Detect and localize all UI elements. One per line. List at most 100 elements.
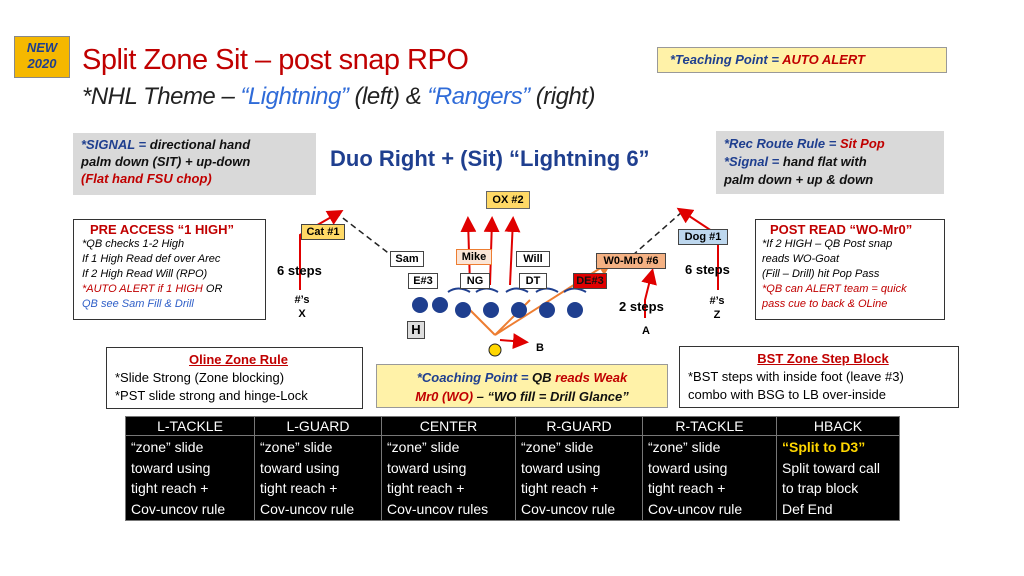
post-read-line4: *QB can ALERT team = quick: [762, 283, 907, 295]
coach-1c: reads Weak: [551, 370, 628, 385]
ng-label: NG: [460, 273, 490, 289]
bst-heading: BST Zone Step Block: [757, 351, 889, 366]
rec-route-line3: palm down + up & down: [724, 172, 874, 187]
line-route-3: [504, 216, 521, 286]
coach-2b: – “WO fill = Drill Glance”: [473, 389, 629, 404]
x-route: [299, 210, 344, 290]
steps-left: 6 steps: [277, 263, 322, 278]
steps-right: 6 steps: [685, 262, 730, 277]
wo-mr0-label: W0-Mr0 #6: [596, 253, 666, 269]
rec-route-label2: *Signal =: [724, 154, 783, 169]
teaching-point-box: *Teaching Point = AUTO ALERT: [657, 47, 947, 73]
rec-route-value1: Sit Pop: [839, 136, 885, 151]
bst-line2: combo with BSG to LB over-inside: [688, 387, 886, 402]
bst-box: BST Zone Step Block *BST steps with insi…: [679, 346, 959, 408]
header-rguard: R-GUARD: [515, 416, 643, 436]
signal-line2: palm down (SIT) + up-down: [81, 154, 251, 169]
page-subtitle: *NHL Theme – “Lightning” (left) & “Range…: [82, 83, 595, 111]
post-read-line2: reads WO-Goat: [762, 253, 840, 265]
subtitle-right: “Rangers”: [427, 83, 530, 110]
pre-access-line3: If 2 High Read Will (RPO): [82, 268, 208, 280]
rec-route-text2: hand flat with: [782, 154, 867, 169]
post-read-heading: POST READ “WO-Mr0”: [770, 222, 913, 237]
subtitle-left: “Lightning”: [240, 83, 349, 110]
assignment-table: L-TACKLE L-GUARD CENTER R-GUARD R-TACKLE…: [125, 416, 900, 521]
rec-route-box: *Rec Route Rule = Sit Pop *Signal = hand…: [716, 131, 944, 194]
header-hback: HBACK: [776, 416, 900, 436]
signal-box: *SIGNAL = directional hand palm down (SI…: [73, 133, 316, 195]
header-center: CENTER: [381, 416, 516, 436]
coach-1a: *Coaching Point =: [416, 370, 533, 385]
signal-line3: (Flat hand FSU chop): [81, 171, 212, 186]
signal-label: *SIGNAL =: [81, 137, 150, 152]
z-numbers: #’s: [709, 295, 725, 307]
header-lguard: L-GUARD: [254, 416, 382, 436]
oline-line2: *PST slide strong and hinge-Lock: [115, 388, 308, 403]
qb-marker: [488, 343, 502, 357]
teaching-point-value: AUTO ALERT: [782, 52, 865, 67]
b-route: [499, 333, 529, 350]
x-numbers: #’s: [294, 294, 310, 306]
coach-2a: Mr0 (WO): [415, 389, 474, 404]
play-call: Duo Right + (Sit) “Lightning 6”: [330, 146, 650, 171]
pre-access-line2: If 1 High Read def over Arec: [82, 253, 221, 265]
block-arcs: [447, 287, 587, 293]
header-rtackle: R-TACKLE: [642, 416, 777, 436]
pre-access-line5: QB see Sam Fill & Drill: [82, 298, 194, 310]
z-letter: Z: [713, 309, 721, 321]
hback-label: H: [407, 321, 425, 339]
subtitle-mid1: (left) &: [348, 83, 428, 110]
cat-label: Cat #1: [301, 224, 345, 240]
dt-label: DT: [519, 273, 547, 289]
two-steps: 2 steps: [619, 299, 664, 314]
de3-label: DE#3: [573, 273, 607, 289]
pre-access-heading: PRE ACCESS “1 HIGH”: [90, 222, 234, 237]
post-read-line5: pass cue to back & OLine: [762, 298, 888, 310]
dog-label: Dog #1: [678, 229, 728, 245]
subtitle-mid2: (right): [529, 83, 596, 110]
pre-access-line1: *QB checks 1-2 High: [82, 238, 185, 250]
will-label: Will: [516, 251, 550, 267]
ox-label: OX #2: [486, 191, 530, 209]
bst-line1: *BST steps with inside foot (leave #3): [688, 369, 904, 384]
table-header-row: L-TACKLE L-GUARD CENTER R-GUARD R-TACKLE…: [125, 416, 900, 436]
oline-line1: *Slide Strong (Zone blocking): [115, 370, 285, 385]
a-label: A: [642, 325, 650, 337]
page-title: Split Zone Sit – post snap RPO: [82, 44, 469, 76]
coaching-point-box: *Coaching Point = QB reads Weak Mr0 (WO)…: [376, 364, 668, 408]
a-route: [641, 268, 657, 318]
oline-circles: [412, 297, 583, 318]
sam-label: Sam: [390, 251, 424, 267]
dashed-cat-route: [334, 211, 401, 263]
pre-access-line4-or: OR: [202, 283, 223, 295]
coach-1b: QB: [532, 370, 552, 385]
z-route: [676, 207, 719, 290]
header-ltackle: L-TACKLE: [125, 416, 255, 436]
badge-line2: 2020: [27, 56, 57, 71]
teaching-point-label: *Teaching Point =: [670, 52, 783, 67]
post-read-box: POST READ “WO-Mr0” *If 2 HIGH – QB Post …: [755, 219, 945, 320]
post-read-line3: (Fill – Drill) hit Pop Pass: [762, 268, 880, 280]
pre-access-line4-red: *AUTO ALERT if 1 HIGH: [82, 283, 203, 295]
oline-heading: Oline Zone Rule: [189, 352, 288, 367]
oline-zone-rule-box: Oline Zone Rule *Slide Strong (Zone bloc…: [106, 347, 363, 409]
mike-label: Mike: [456, 249, 492, 265]
rec-route-label1: *Rec Route Rule =: [724, 136, 840, 151]
pre-access-box: PRE ACCESS “1 HIGH” *QB checks 1-2 High …: [73, 219, 266, 320]
badge-line1: NEW: [26, 40, 58, 55]
new-2020-badge: NEW 2020: [14, 36, 70, 78]
signal-text1: directional hand: [149, 137, 251, 152]
x-letter: X: [298, 308, 306, 320]
b-label: B: [536, 342, 544, 354]
e3-label: E#3: [408, 273, 438, 289]
subtitle-prefix: *NHL Theme –: [82, 83, 241, 110]
